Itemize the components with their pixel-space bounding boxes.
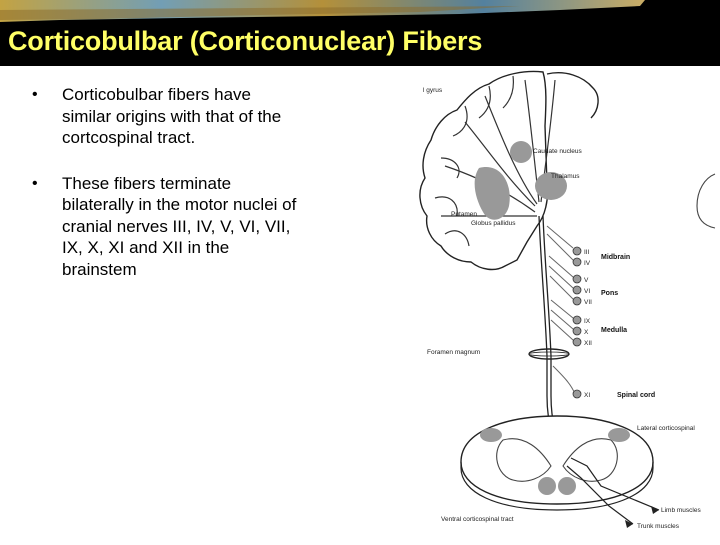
ventral-cst-left [538,477,556,495]
trunk-arrow-icon [625,520,633,528]
bullet-item: • These fibers terminate bilaterally in … [30,173,300,281]
gyri-lines [434,75,514,247]
muscle-output-lines [566,457,660,525]
secondary-brain-edge [696,173,716,229]
caudate-nucleus [510,141,532,163]
nerve-label: XII [584,340,592,347]
nerve-label: IV [584,260,591,267]
bullet-text: Corticobulbar fibers have similar origin… [62,85,282,147]
label-foramen: Foramen magnum [427,349,480,356]
nerve-label: V [584,277,589,284]
nerve-label: X [584,329,589,336]
nerve-label: IX [584,318,591,325]
label-caudate: Caudate nucleus [533,148,583,155]
limb-arrow-icon [651,506,659,514]
label-globus: Globus pallidus [471,220,516,227]
nerve-label: III [584,249,590,256]
label-trunk: Trunk muscles [637,523,680,530]
nerve-label: VII [584,299,592,306]
label-lateral-cst: Lateral corticospinal [637,425,695,432]
putamen-shape [474,166,510,220]
label-gyrus: l gyrus [423,87,443,94]
ventral-cst-right [558,477,576,495]
bullet-text: These fibers terminate bilaterally in th… [62,173,297,279]
label-pons: Pons [601,290,618,297]
gray-matter-outline [496,438,618,482]
label-limb: Limb muscles [661,507,701,514]
lateral-cst-right [608,428,630,442]
label-spinal-cord: Spinal cord [617,392,655,399]
nerve-label: XI [584,392,590,399]
foramen-magnum-ring [528,348,570,360]
corticobulbar-diagram: III IV V VI VII IX X XII XI l gyrus [405,66,720,540]
label-ventral-cst: Ventral corticospinal tract [441,516,514,523]
thalamus-shape [535,172,567,200]
slide-title: Corticobulbar (Corticonuclear) Fibers [8,26,483,56]
bullet-list: • Corticobulbar fibers have similar orig… [30,84,300,304]
foramen-magnum-inner [528,351,570,357]
bullet-dot-icon: • [32,174,38,192]
spinal-cord-rim [460,462,654,511]
banner-decoration [0,0,645,22]
lateral-cst-left [480,428,502,442]
diagram-svg: III IV V VI VII IX X XII XI l gyrus [419,70,716,530]
title-banner: Corticobulbar (Corticonuclear) Fibers [0,0,720,66]
brain-right-edge [546,72,599,119]
label-thalamus: Thalamus [551,173,580,180]
bullet-item: • Corticobulbar fibers have similar orig… [30,84,300,149]
label-midbrain: Midbrain [601,254,630,261]
label-medulla: Medulla [601,327,627,334]
nerve-branches [546,225,576,395]
label-putamen: Putamen [451,211,477,218]
nerve-nuclei [572,246,582,399]
bullet-dot-icon: • [32,86,38,103]
nerve-label: VI [584,288,590,295]
